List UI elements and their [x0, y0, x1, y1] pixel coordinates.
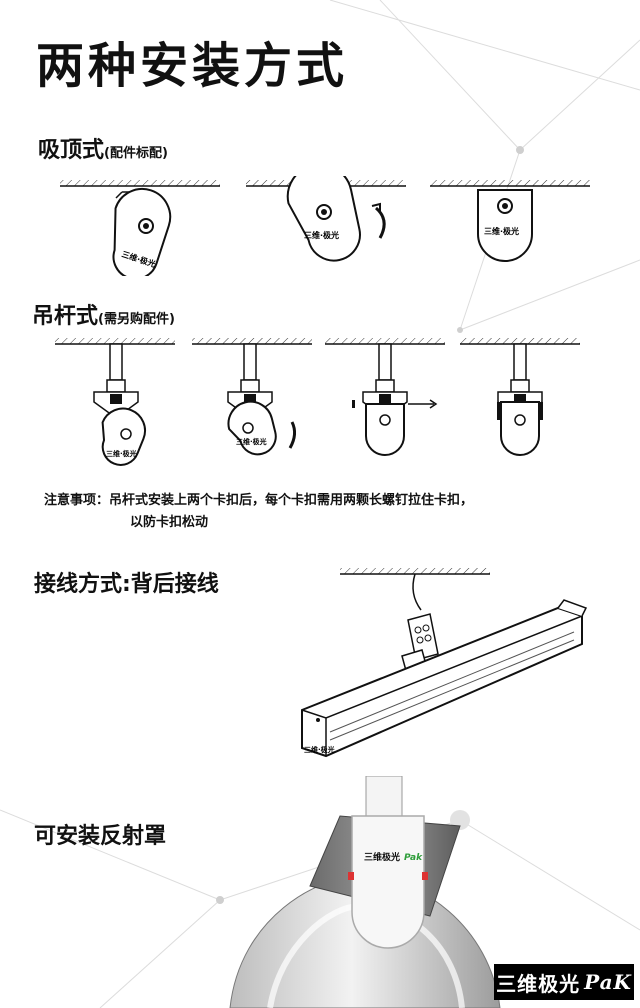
- ceiling-mount-label: 吸顶式: [38, 138, 105, 163]
- logo-suffix: PaK: [584, 970, 632, 994]
- ceiling-step-3-brand: 三维·极光: [484, 226, 519, 236]
- section-ceiling-mount-heading: 吸顶式(配件标配): [38, 132, 168, 164]
- ceiling-step-2-figure: 三维·极光: [246, 176, 406, 262]
- rod-mount-note: (需另购配件): [98, 312, 175, 327]
- reflector-photo-illustration: 三维极光 Pak: [229, 776, 501, 1008]
- section-wiring-heading: 接线方式:背后接线: [34, 572, 219, 597]
- rod-mount-label: 吊杆式: [32, 304, 99, 329]
- rod-step-1-brand: 三维·极光: [106, 449, 137, 458]
- rod-step-2-brand: 三维·极光: [236, 437, 267, 446]
- ceiling-mount-diagram: 三维·极光 三维·极光 三维·极光: [60, 176, 590, 276]
- ceiling-step-3-figure: 三维·极光: [430, 180, 590, 262]
- reflector-brand-suffix: Pak: [404, 853, 423, 863]
- rod-step-2-figure: 三维·极光: [227, 343, 297, 456]
- rod-step-1-figure: 三维·极光: [93, 343, 146, 466]
- rod-mount-diagram: 三维·极光 三维·极光: [55, 338, 580, 466]
- notice-line-2: 以防卡扣松动: [130, 515, 209, 530]
- terminal-block-figure: [401, 613, 439, 679]
- ceiling-mount-note: (配件标配): [104, 146, 168, 161]
- rod-step-3-figure: [352, 343, 438, 456]
- rod-step-4-figure: [497, 343, 543, 456]
- installation-notice: 注意事项：吊杆式安装上两个卡扣后，每个卡扣需用两颗长螺钉拉住卡扣， 以防卡扣松动: [44, 490, 604, 534]
- fixture-body-figure: 三维·极光: [301, 599, 588, 758]
- fixture-brand-text: 三维·极光: [304, 745, 335, 754]
- page-title: 两种安装方式: [36, 38, 349, 94]
- section-reflector-heading: 可安装反射罩: [34, 824, 167, 849]
- notice-line-1: 注意事项：吊杆式安装上两个卡扣后，每个卡扣需用两颗长螺钉拉住卡扣，: [44, 493, 474, 508]
- ceiling-step-2-brand: 三维·极光: [304, 230, 339, 240]
- section-rod-mount-heading: 吊杆式(需另购配件): [32, 298, 175, 330]
- reflector-brand-text: 三维极光: [364, 851, 400, 863]
- wiring-diagram: 三维·极光: [301, 568, 588, 758]
- ceiling-step-1-figure: 三维·极光: [60, 180, 220, 276]
- logo-text: 三维极光: [496, 971, 581, 996]
